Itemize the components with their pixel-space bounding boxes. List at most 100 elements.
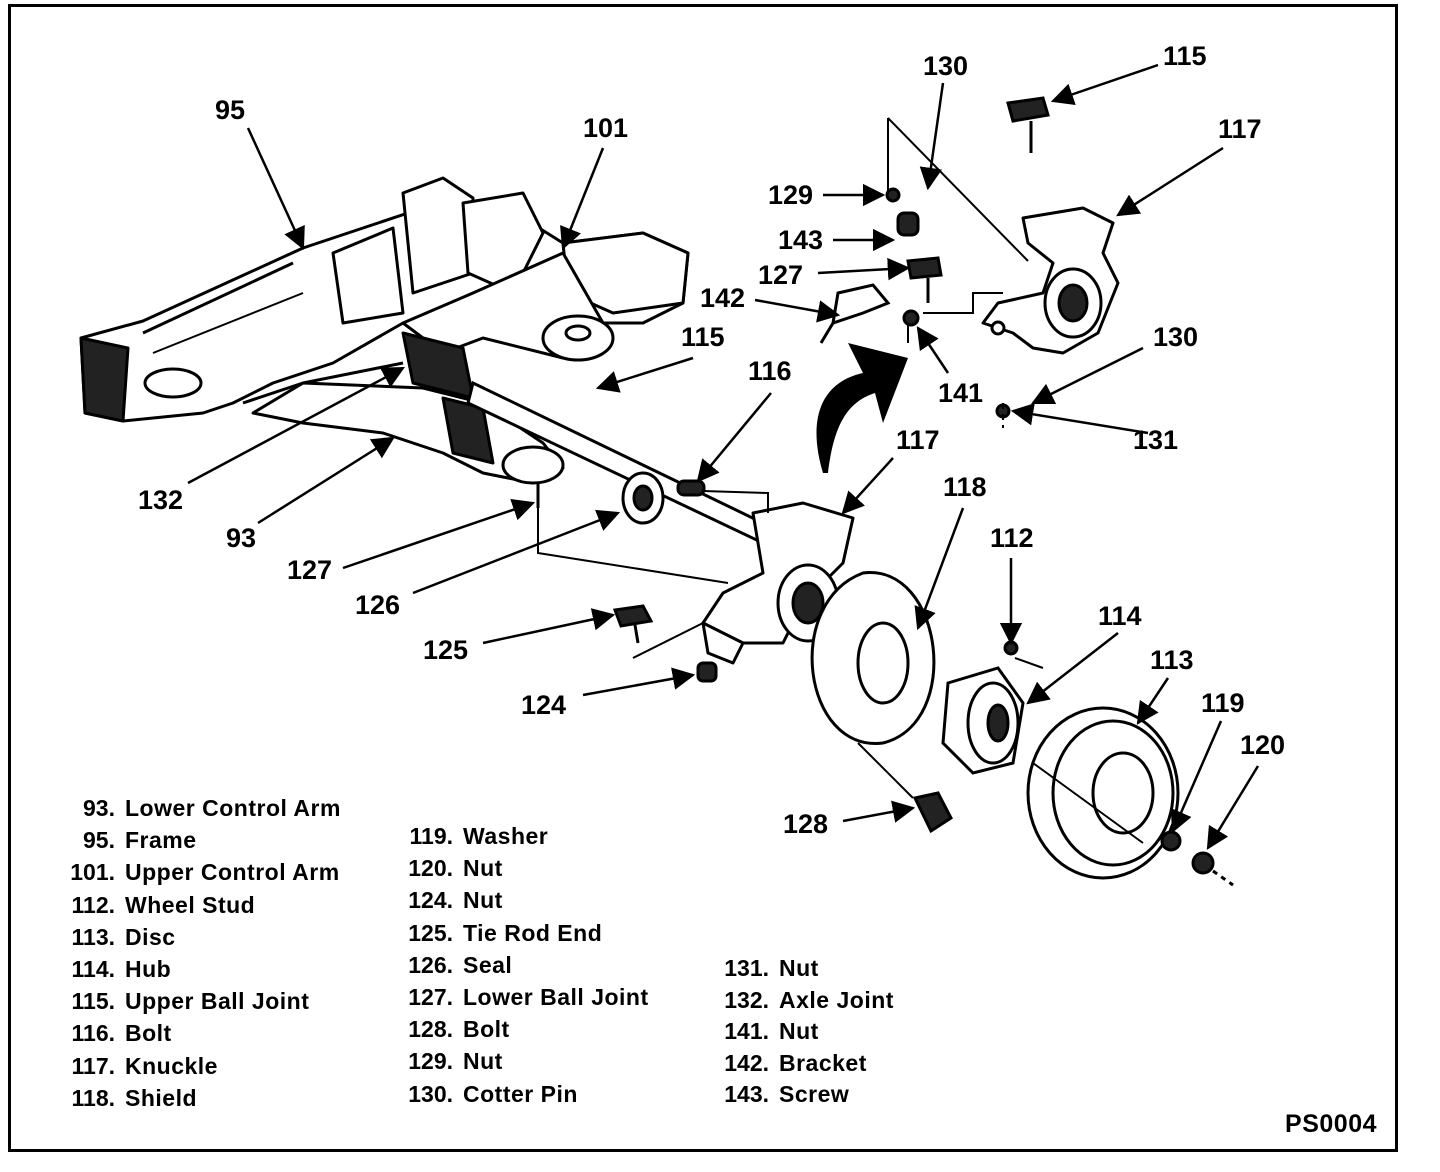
legend-item: 132. Axle Joint — [719, 987, 894, 1014]
callout-125: 125 — [423, 635, 468, 665]
legend-item-number: 114. — [71, 956, 116, 982]
callout-130-top: 130 — [923, 51, 968, 81]
exploded-view-drawing: 95 101 130 115 117 129 143 127 142 115 1… — [79, 41, 1285, 887]
legend-item-number: 124. — [408, 887, 453, 914]
legend-item: 118.Shield — [63, 1085, 197, 1112]
legend-item: 130. Cotter Pin — [403, 1081, 578, 1108]
callout-131: 131 — [1133, 425, 1178, 455]
legend-item-number: 101. — [70, 859, 115, 886]
callout-143: 143 — [778, 225, 823, 255]
legend-item-number: 113. — [71, 923, 116, 950]
callout-129: 129 — [768, 180, 813, 210]
shield-part — [810, 571, 936, 745]
callout-117-mid: 117 — [896, 425, 940, 455]
legend-item-number: 119. — [409, 823, 454, 849]
upper-control-arm-part — [401, 251, 615, 400]
callout-141: 141 — [938, 378, 983, 408]
callout-93: 93 — [226, 523, 256, 553]
legend-item-label: Frame — [125, 827, 197, 854]
legend-item-number: 117. — [71, 1052, 116, 1079]
legend-item: 117. Knuckle — [63, 1053, 218, 1080]
legend-item-number: 126. — [408, 951, 453, 978]
callout-labels: 95 101 130 115 117 129 143 127 142 115 1… — [138, 41, 1285, 839]
callout-117-top: 117 — [1218, 114, 1262, 144]
legend-item-number: 115. — [71, 988, 116, 1015]
legend-item-label: Upper Ball Joint — [125, 988, 310, 1015]
legend-item-label: Lower Ball Joint — [463, 984, 649, 1010]
leader-arrows — [187, 63, 1260, 850]
callout-127-top: 127 — [758, 260, 803, 290]
legend-item: 101.Upper Control Arm — [63, 859, 340, 886]
callout-95: 95 — [215, 95, 245, 125]
callout-128: 128 — [783, 809, 828, 839]
callout-112: 112 — [990, 523, 1034, 553]
legend-item: 131. Nut — [719, 955, 819, 982]
callout-115-mid: 115 — [681, 322, 725, 352]
figure-frame: 95 101 130 115 117 129 143 127 142 115 1… — [8, 4, 1398, 1152]
disc-part — [1026, 706, 1180, 880]
callout-132: 132 — [138, 485, 183, 515]
legend-item-label: Nut — [463, 1048, 503, 1075]
hub-part — [941, 666, 1025, 775]
callout-115-top: 115 — [1163, 41, 1207, 71]
legend-item-label: Axle Joint — [779, 986, 894, 1013]
figure-code: PS0004 — [1285, 1110, 1377, 1138]
legend-item: 113. Disc — [63, 924, 176, 951]
legend-item: 119.Washer — [403, 823, 548, 850]
rotation-arrow — [816, 343, 908, 473]
legend-item-number: 132. — [724, 986, 769, 1013]
callout-127-mid: 127 — [287, 555, 332, 585]
legend-item: 142. Bracket — [719, 1050, 867, 1077]
callout-118: 118 — [943, 472, 987, 502]
legend-item-label: Bolt — [125, 1020, 172, 1047]
legend-item-label: Lower Control Arm — [125, 795, 341, 821]
legend-item-label: Seal — [463, 951, 513, 978]
legend-item: 125. Tie Rod End — [403, 920, 602, 947]
legend-item-number: 120. — [408, 855, 453, 882]
legend-item-label: Nut — [463, 855, 503, 882]
frame-part — [79, 176, 690, 423]
legend-item-number: 127. — [408, 984, 453, 1010]
callout-130-right: 130 — [1153, 322, 1198, 352]
legend-item: 127. Lower Ball Joint — [403, 984, 649, 1011]
legend-item: 93. Lower Control Arm — [63, 795, 341, 822]
assembly-lines — [537, 117, 1044, 799]
legend-item-number: 93. — [83, 795, 115, 821]
legend-item-label: Wheel Stud — [125, 891, 256, 918]
callout-114: 114 — [1098, 601, 1142, 631]
legend-item-label: Nut — [463, 887, 503, 914]
legend-item-number: 129. — [408, 1048, 453, 1075]
legend-item: 126. Seal — [403, 952, 512, 979]
legend-item-label: Cotter Pin — [463, 1080, 578, 1107]
legend-item: 128.Bolt — [403, 1016, 510, 1043]
legend-item-number: 141. — [724, 1018, 769, 1045]
legend-item-number: 112. — [71, 891, 116, 918]
legend-item-number: 125. — [408, 919, 453, 946]
legend-item-label: Nut — [779, 1018, 819, 1045]
legend-item-number: 143. — [724, 1081, 769, 1108]
legend-item-label: Screw — [779, 1081, 850, 1108]
legend-item-label: Hub — [125, 956, 172, 982]
legend-item: 116. Bolt — [63, 1020, 172, 1047]
legend-item: 141. Nut — [719, 1018, 819, 1045]
legend-item-number: 116. — [71, 1020, 116, 1047]
legend-item: 124. Nut — [403, 887, 503, 914]
legend-item-label: Bracket — [779, 1049, 867, 1076]
legend-item-label: Tie Rod End — [463, 919, 603, 946]
legend-item: 129. Nut — [403, 1048, 503, 1075]
upper-knuckle-part — [981, 206, 1120, 355]
legend-item: 114. Hub — [63, 956, 171, 983]
legend-item-number: 95. — [83, 827, 115, 854]
callout-124: 124 — [521, 690, 566, 720]
legend-item: 143. Screw — [719, 1081, 849, 1108]
legend-item: 112. Wheel Stud — [63, 892, 255, 919]
callout-113: 113 — [1150, 645, 1194, 675]
callout-116: 116 — [748, 356, 792, 386]
legend-item-label: Knuckle — [125, 1052, 218, 1079]
legend-item-number: 142. — [724, 1049, 769, 1076]
legend-item-label: Nut — [779, 955, 819, 981]
callout-119: 119 — [1201, 688, 1245, 718]
legend-item-number: 130. — [408, 1080, 453, 1107]
legend-item-number: 131. — [724, 955, 769, 981]
legend-item-label: Disc — [125, 923, 176, 950]
